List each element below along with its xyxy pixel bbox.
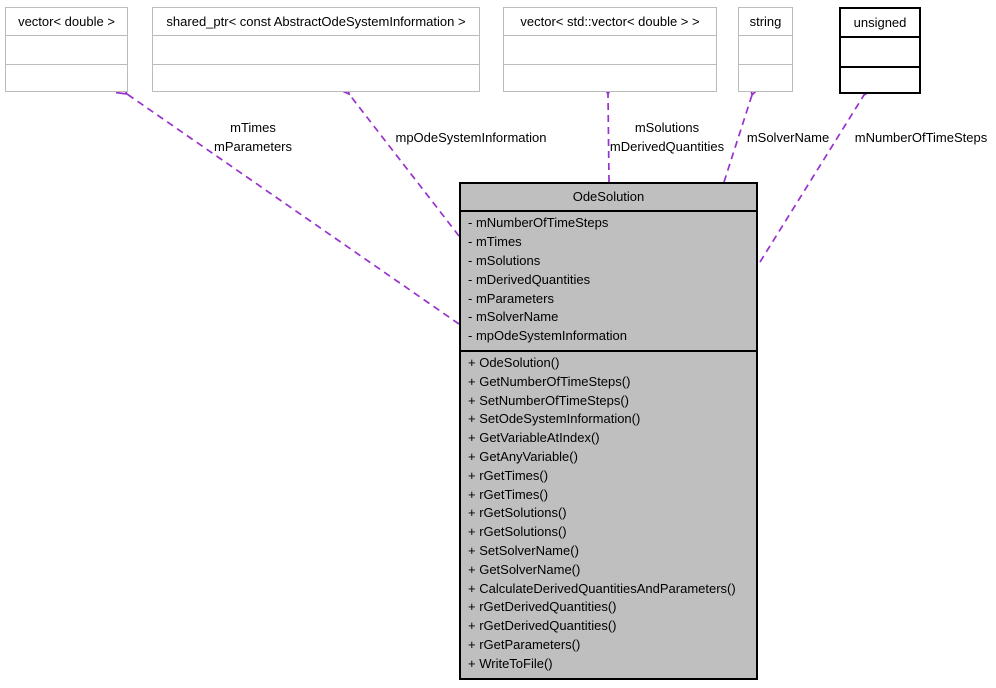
edge-label-mnumberoftimesteps: mNumberOfTimeSteps xyxy=(855,128,987,147)
edge-label-mpodesysteminformation: mpOdeSystemInformation xyxy=(395,128,546,147)
empty-methods-compartment xyxy=(841,66,919,96)
edge-label-line: mSolverName xyxy=(746,130,830,145)
class-method: + OdeSolution() xyxy=(468,355,560,370)
class-method: + GetSolverName() xyxy=(468,561,581,577)
class-method: + rGetSolutions() xyxy=(468,524,567,540)
class-attribute: - mpOdeSystemInformation xyxy=(468,328,627,344)
class-method: + GetAnyVariable() xyxy=(468,448,578,464)
edge-label-msolvername: mSolverName xyxy=(747,128,829,147)
edge-label-line: mDerivedQuantities xyxy=(609,139,725,154)
class-method: + rGetSolutions() xyxy=(468,505,567,521)
class-method: + rGetDerivedQuantities() xyxy=(468,599,617,615)
empty-methods-compartment xyxy=(739,64,792,93)
class-node-label: vector< double > xyxy=(18,14,115,29)
class-node-vector-double: vector< double > xyxy=(5,7,128,92)
class-method: + rGetDerivedQuantities() xyxy=(468,618,617,634)
class-method: + GetVariableAtIndex() xyxy=(468,430,600,446)
class-node-label: shared_ptr< const AbstractOdeSystemInfor… xyxy=(166,14,466,29)
class-node-label: string xyxy=(749,14,782,29)
empty-methods-compartment xyxy=(153,64,479,93)
class-method: + rGetParameters() xyxy=(468,636,581,652)
edge-mnumberoftimesteps xyxy=(759,95,864,263)
class-method: + WriteToFile() xyxy=(468,655,553,671)
edge-label-line: mParameters xyxy=(213,139,293,154)
empty-methods-compartment xyxy=(6,64,127,93)
edge-mpodesysteminformation xyxy=(349,94,460,237)
class-node-ode-solution: OdeSolution - mNumberOfTimeSteps - mTime… xyxy=(459,182,758,680)
class-node-label: vector< std::vector< double > > xyxy=(520,14,700,29)
edge-msolvername xyxy=(723,95,752,183)
attributes-compartment: - mNumberOfTimeSteps - mTimes - mSolutio… xyxy=(461,212,756,352)
class-attribute: - mSolverName xyxy=(468,309,559,325)
class-node-shared-ptr-abstract-ode-system-information: shared_ptr< const AbstractOdeSystemInfor… xyxy=(152,7,480,92)
empty-attributes-compartment xyxy=(6,35,127,64)
edge-label-msolutions-mderivedquantities: mSolutions mDerivedQuantities xyxy=(610,118,724,156)
class-method: + SetSolverName() xyxy=(468,542,579,558)
edge-label-mtimes-mparameters: mTimes mParameters xyxy=(214,118,292,156)
class-node-vector-std-vector-double: vector< std::vector< double > > xyxy=(503,7,717,92)
class-method: + SetOdeSystemInformation() xyxy=(468,411,641,427)
class-method: + CalculateDerivedQuantitiesAndParameter… xyxy=(468,580,736,596)
class-node-label: unsigned xyxy=(853,15,907,30)
class-attribute: - mNumberOfTimeSteps xyxy=(468,215,609,230)
empty-methods-compartment xyxy=(504,64,716,93)
edge-label-line: mNumberOfTimeSteps xyxy=(854,130,988,145)
empty-attributes-compartment xyxy=(504,35,716,64)
empty-attributes-compartment xyxy=(841,36,919,66)
edge-label-line: mTimes xyxy=(230,120,276,135)
edge-mtimes-mparameters xyxy=(127,94,460,325)
class-method: + GetNumberOfTimeSteps() xyxy=(468,373,631,389)
methods-compartment: + OdeSolution() + GetNumberOfTimeSteps()… xyxy=(461,352,756,674)
class-attribute: - mParameters xyxy=(468,290,554,306)
class-attribute: - mTimes xyxy=(468,233,522,249)
class-attribute: - mSolutions xyxy=(468,252,541,268)
class-method: + rGetTimes() xyxy=(468,467,549,483)
class-node-string: string xyxy=(738,7,793,92)
class-method: + rGetTimes() xyxy=(468,486,549,502)
empty-attributes-compartment xyxy=(739,35,792,64)
class-method: + SetNumberOfTimeSteps() xyxy=(468,392,629,408)
class-node-unsigned: unsigned xyxy=(839,7,921,94)
class-attribute: - mDerivedQuantities xyxy=(468,271,591,287)
edge-label-line: mSolutions xyxy=(634,120,700,135)
edge-label-line: mpOdeSystemInformation xyxy=(395,130,547,145)
empty-attributes-compartment xyxy=(153,35,479,64)
class-title: OdeSolution xyxy=(461,184,756,212)
edge-msolutions-mderivedquantities xyxy=(608,94,609,183)
